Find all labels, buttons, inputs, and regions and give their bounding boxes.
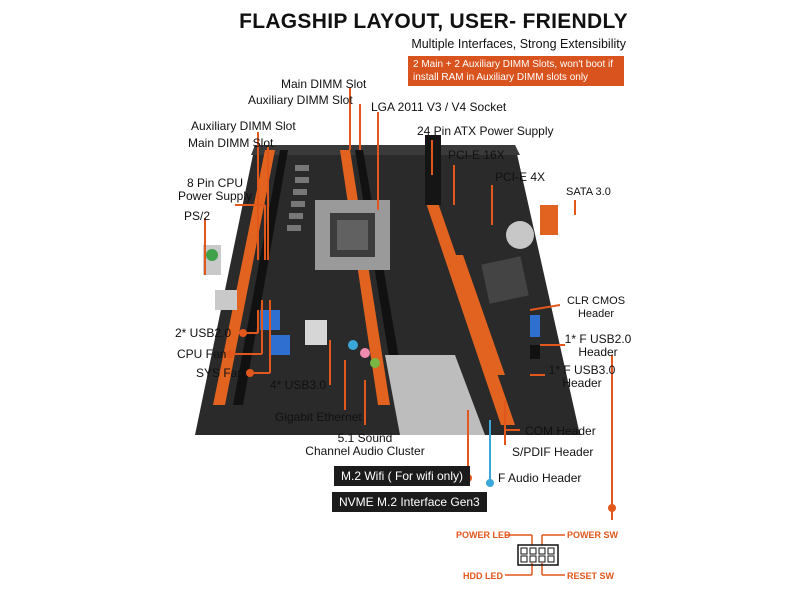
- label-clr-cmos-line1: CLR CMOS: [566, 295, 626, 307]
- label-ps2: PS/2: [184, 209, 211, 223]
- label-cpu-fan: CPU Fan: [177, 347, 227, 361]
- pin-reset-sw: RESET SW: [567, 571, 615, 581]
- motherboard-image: [195, 135, 580, 435]
- page-subtitle: Multiple Interfaces, Strong Extensibilit…: [411, 37, 626, 51]
- label-clr-cmos-line2: Header: [577, 308, 615, 320]
- label-ethernet: Gigabit Ethernet: [275, 410, 362, 424]
- label-f-usb30-line2: Header: [562, 376, 602, 390]
- label-aux-dimm-top: Auxiliary DIMM Slot: [248, 93, 353, 107]
- label-main-dimm-top: Main DIMM Slot: [281, 77, 367, 91]
- label-cpu-power-line1: 8 Pin CPU: [186, 176, 244, 190]
- label-clr-cmos: CLR CMOS Header: [560, 295, 632, 321]
- label-main-dimm-left: Main DIMM Slot: [188, 136, 274, 150]
- label-sys-fan: SYS Fan: [196, 366, 245, 380]
- label-lga-socket: LGA 2011 V3 / V4 Socket: [371, 100, 507, 114]
- audio-jack-1: [348, 340, 358, 350]
- label-f-usb20-line1: 1* F USB2.0: [564, 332, 632, 346]
- label-audio-line2: Channel Audio Cluster: [305, 444, 425, 458]
- label-cpu-power-line2: Power Supply: [177, 189, 253, 203]
- f-usb30-header: [530, 315, 540, 337]
- usb2-ports: [215, 290, 237, 310]
- label-atx-power: 24 Pin ATX Power Supply: [417, 124, 554, 138]
- f-audio-marker: [486, 479, 494, 487]
- label-audio-line1: 5.1 Sound: [337, 431, 393, 445]
- pin-power-led: POWER LED: [456, 530, 511, 540]
- cmos-battery: [506, 221, 534, 249]
- label-f-usb20: 1* F USB2.0 Header: [556, 333, 640, 359]
- usb3-ports-2: [270, 335, 290, 355]
- label-m2-wifi: M.2 Wifi ( For wifi only): [334, 466, 471, 486]
- label-sata: SATA 3.0: [566, 186, 611, 198]
- sata-ports: [540, 205, 558, 235]
- label-f-usb20-line2: Header: [578, 345, 618, 359]
- audio-jack-3: [370, 358, 380, 368]
- ethernet-port: [305, 320, 327, 345]
- front-panel-header-diagram: [505, 534, 565, 576]
- f-usb20-header: [530, 345, 540, 359]
- label-aux-dimm-left: Auxiliary DIMM Slot: [191, 119, 296, 133]
- label-pcie16: PCI-E 16X: [448, 148, 505, 162]
- pin-hdd-led: HDD LED: [463, 571, 503, 581]
- page-title: FLAGSHIP LAYOUT, USER- FRIENDLY: [239, 10, 628, 33]
- label-spdif: S/PDIF Header: [512, 445, 594, 459]
- audio-jack-2: [360, 348, 370, 358]
- label-cpu-power: 8 Pin CPU Power Supply: [170, 177, 260, 203]
- dimm-warning-note: 2 Main + 2 Auxiliary DIMM Slots, won't b…: [408, 56, 624, 86]
- ps2-port: [206, 249, 218, 261]
- label-com: COM Header: [525, 424, 596, 438]
- label-f-usb30: 1* F USB3.0 Header: [540, 364, 624, 390]
- dimm-slot-2: [233, 150, 288, 405]
- pin-power-sw: POWER SW: [567, 530, 618, 540]
- label-pcie4: PCI-E 4X: [495, 170, 546, 184]
- label-audio-cluster: 5.1 Sound Channel Audio Cluster: [285, 432, 445, 458]
- label-nvme: NVME M.2 Interface Gen3: [332, 492, 487, 512]
- header-pins-outline: [517, 544, 559, 566]
- dimm-slot-1: [213, 150, 275, 405]
- pcie-4x-slot: [453, 255, 505, 375]
- label-f-usb30-line1: 1* F USB3.0: [548, 363, 616, 377]
- m2-slot-area: [385, 355, 485, 435]
- label-usb20: 2* USB2.0: [175, 326, 232, 340]
- label-f-audio: F Audio Header: [498, 471, 582, 485]
- label-usb30: 4* USB3.0: [270, 378, 327, 392]
